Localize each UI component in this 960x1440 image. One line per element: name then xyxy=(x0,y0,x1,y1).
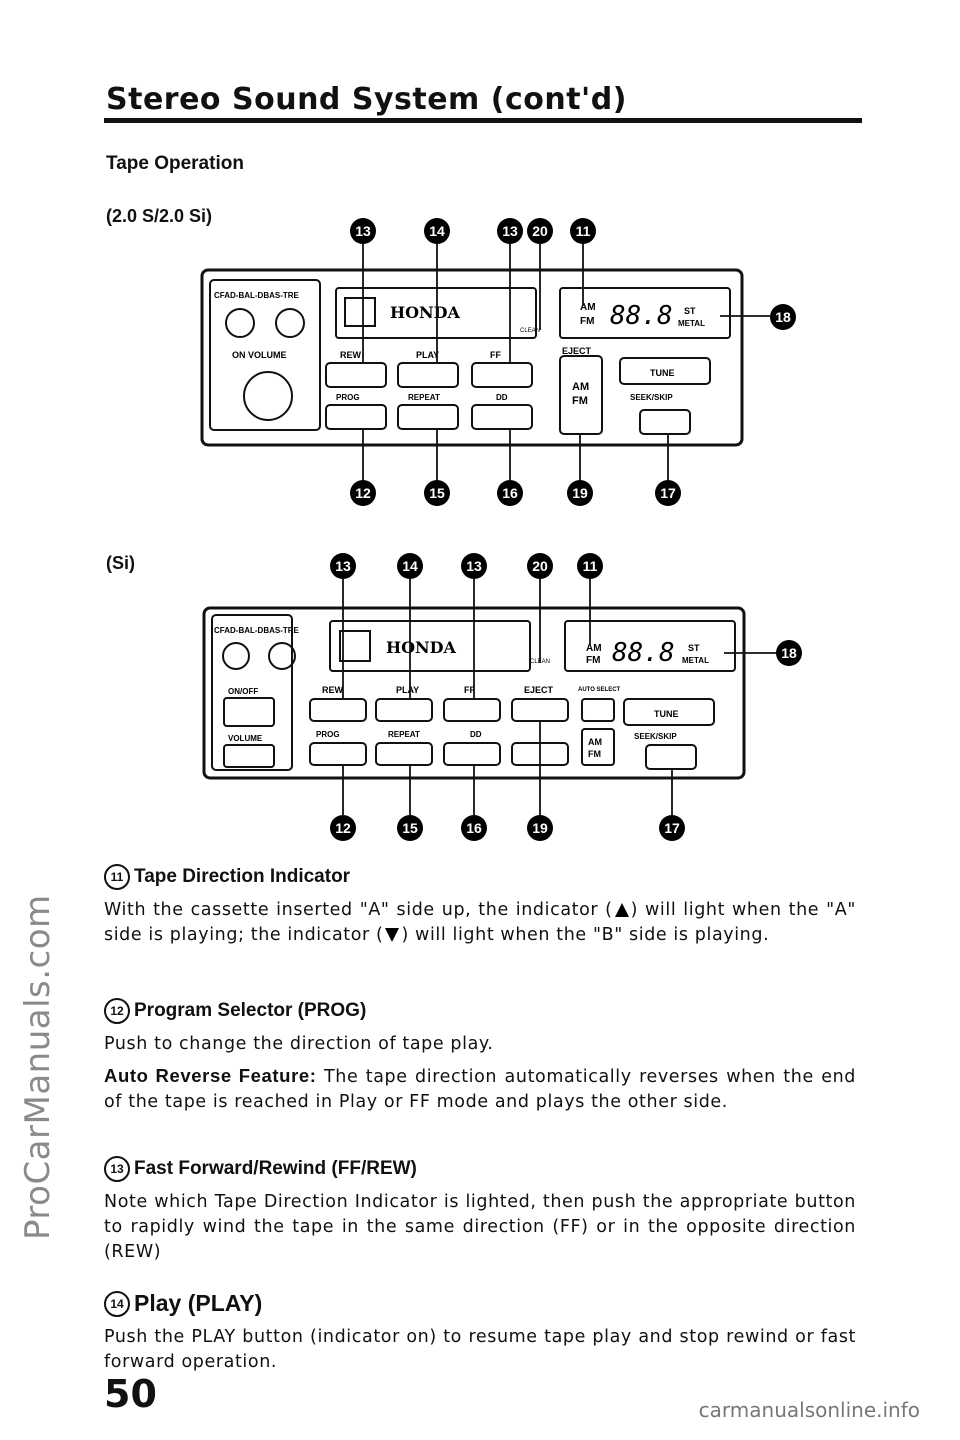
item-tape-direction: 11 Tape Direction Indicator With the cas… xyxy=(104,864,856,948)
ff-label: FF xyxy=(490,350,501,360)
eject-label: EJECT xyxy=(562,346,592,356)
display-digits: 88.8 xyxy=(610,301,673,331)
item-heading: 13 Fast Forward/Rewind (FF/REW) xyxy=(104,1156,856,1182)
repeat-label-2: REPEAT xyxy=(388,730,420,739)
fm-label-2: FM xyxy=(586,655,600,666)
auto-select-label: AUTO SELECT xyxy=(578,687,621,693)
page-number: 50 xyxy=(104,1372,157,1416)
callout-20: 20 xyxy=(527,218,553,244)
rew-label-2: REW xyxy=(322,685,344,695)
item-heading: 12 Program Selector (PROG) xyxy=(104,998,856,1024)
item-description: Push to change the direction of tape pla… xyxy=(104,1034,494,1054)
callout-18: 18 xyxy=(776,640,802,666)
callout-13: 13 xyxy=(330,553,356,579)
repeat-label: REPEAT xyxy=(408,393,440,402)
item-auto-reverse: Auto Reverse Feature: The tape direction… xyxy=(104,1065,857,1112)
seek-skip-label-2: SEEK/SKIP xyxy=(634,732,677,741)
radio-diagram-2-svg: CFAD-BAL-DBAS-TRE ON/OFF VOLUME HONDA CL… xyxy=(202,579,780,815)
callout-11: 11 xyxy=(577,553,603,579)
page-title: Stereo Sound System (cont'd) xyxy=(106,82,627,117)
callout-15: 15 xyxy=(397,815,423,841)
ff-label-2: FF xyxy=(464,685,475,695)
balance-label: CFAD-BAL-DBAS-TRE xyxy=(214,291,300,300)
callout-19: 19 xyxy=(527,815,553,841)
item-number: 12 xyxy=(104,998,130,1024)
item-play: 14 Play (PLAY) Push the PLAY button (ind… xyxy=(104,1290,856,1375)
callout-15: 15 xyxy=(424,480,450,506)
dolby-label-2: DD xyxy=(470,730,482,739)
callout-16: 16 xyxy=(461,815,487,841)
callout-18: 18 xyxy=(770,304,796,330)
am-button-label: AM xyxy=(572,381,589,393)
prog-label-2: PROG xyxy=(316,730,340,739)
callout-14: 14 xyxy=(397,553,423,579)
am-button-label-2: AM xyxy=(588,737,602,747)
item-description: Push the PLAY button (indicator on) to r… xyxy=(104,1327,856,1372)
callout-12: 12 xyxy=(350,480,376,506)
radio-diagram-1-svg: CFAD-BAL-DBAS-TRE ON VOLUME HONDA CLEAN … xyxy=(200,244,770,480)
callout-12: 12 xyxy=(330,815,356,841)
eject-label-2: EJECT xyxy=(524,685,554,695)
fm-button-label-2: FM xyxy=(588,749,601,759)
down-triangle-icon xyxy=(385,928,400,942)
am-label: AM xyxy=(580,302,596,313)
title-rule xyxy=(104,118,862,123)
on-volume-label: ON VOLUME xyxy=(232,350,287,360)
callout-13: 13 xyxy=(497,218,523,244)
am-label-2: AM xyxy=(586,643,602,654)
item-title: Play (PLAY) xyxy=(134,1290,263,1316)
st-label-2: ST xyxy=(688,643,700,653)
section-heading: Tape Operation xyxy=(106,153,244,174)
callout-13: 13 xyxy=(461,553,487,579)
item-title: Fast Forward/Rewind (FF/REW) xyxy=(134,1158,417,1179)
fm-button-label: FM xyxy=(572,395,588,407)
on-off-label: ON/OFF xyxy=(228,687,258,696)
footer-site: carmanualsonline.info xyxy=(698,1398,920,1422)
balance-label-2: CFAD-BAL-DBAS-TRE xyxy=(214,626,300,635)
volume-label: VOLUME xyxy=(228,734,263,743)
metal-label-2: METAL xyxy=(682,656,709,665)
item-number: 14 xyxy=(104,1290,130,1317)
metal-label: METAL xyxy=(678,319,705,328)
variant-label-1: (2.0 S/2.0 Si) xyxy=(106,206,213,226)
callout-17: 17 xyxy=(659,815,685,841)
callout-17: 17 xyxy=(655,480,681,506)
item-title: Program Selector (PROG) xyxy=(134,1000,367,1021)
st-label: ST xyxy=(684,306,696,316)
brand-logo: HONDA xyxy=(390,303,461,322)
radio-diagram-1: CFAD-BAL-DBAS-TRE ON VOLUME HONDA CLEAN … xyxy=(190,218,810,518)
dolby-label: DD xyxy=(496,393,508,402)
seek-skip-label: SEEK/SKIP xyxy=(630,393,673,402)
callout-14: 14 xyxy=(424,218,450,244)
up-triangle-icon xyxy=(614,903,629,917)
item-title: Tape Direction Indicator xyxy=(134,866,351,887)
radio-diagram-2: CFAD-BAL-DBAS-TRE ON/OFF VOLUME HONDA CL… xyxy=(190,553,810,843)
item-description: With the cassette inserted "A" side up, … xyxy=(104,900,856,945)
item-heading: 14 Play (PLAY) xyxy=(104,1290,856,1317)
item-program-selector: 12 Program Selector (PROG) Push to chang… xyxy=(104,998,856,1115)
callout-16: 16 xyxy=(497,480,523,506)
callout-13: 13 xyxy=(350,218,376,244)
play-label-2: PLAY xyxy=(396,685,419,695)
item-number: 13 xyxy=(104,1156,130,1182)
callout-19: 19 xyxy=(567,480,593,506)
prog-label: PROG xyxy=(336,393,360,402)
item-fast-forward-rewind: 13 Fast Forward/Rewind (FF/REW) Note whi… xyxy=(104,1156,856,1265)
clean-label: CLEAN xyxy=(520,328,540,334)
item-heading: 11 Tape Direction Indicator xyxy=(104,864,856,890)
play-label: PLAY xyxy=(416,350,439,360)
variant-label-2: (Si) xyxy=(106,553,135,573)
rew-label: REW xyxy=(340,350,362,360)
watermark: ProCarManuals.com xyxy=(18,894,58,1240)
tune-label: TUNE xyxy=(650,368,675,378)
brand-logo-2: HONDA xyxy=(386,638,457,657)
fm-label: FM xyxy=(580,316,594,327)
item-description: Note which Tape Direction Indicator is l… xyxy=(104,1192,856,1262)
tune-label-2: TUNE xyxy=(654,709,679,719)
display-digits-2: 88.8 xyxy=(612,638,675,668)
item-number: 11 xyxy=(104,864,130,890)
bold-lead: Auto Reverse Feature: xyxy=(104,1065,317,1086)
callout-11: 11 xyxy=(570,218,596,244)
callout-20: 20 xyxy=(527,553,553,579)
